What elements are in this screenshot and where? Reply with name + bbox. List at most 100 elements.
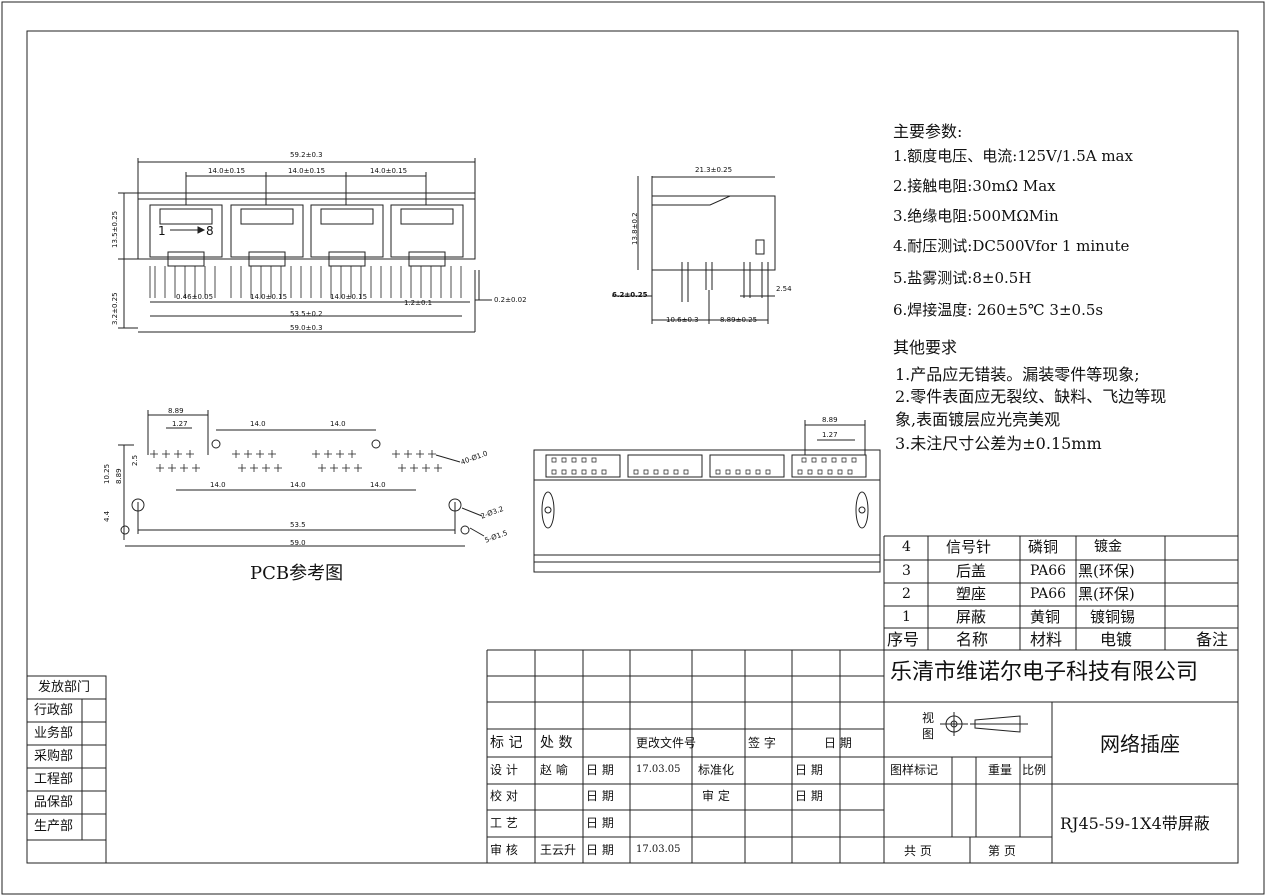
pin-holes: [150, 450, 442, 472]
lbl-std: 标准化: [698, 763, 735, 777]
dim-pcb-e: 2.5: [131, 454, 139, 466]
lbl-design: 设 计: [490, 763, 518, 777]
view-label-1: 视: [922, 711, 935, 725]
lbl-weight: 重量: [988, 763, 1013, 777]
dim-pcb-j: 14.0: [370, 481, 386, 489]
pin-start-label: 1: [158, 224, 166, 238]
spec-item-1: 1.额度电压、电流:125V/1.5A max: [893, 147, 1133, 165]
bom-row4-material: 磷铜: [1028, 538, 1059, 556]
title-block-grid: [486, 649, 1238, 863]
requirements-title: 其他要求: [893, 338, 958, 357]
dim-pcb-b: 1.27: [172, 420, 188, 428]
bom-row3-plating: 黑(环保): [1078, 562, 1135, 580]
bom-header-plating: 电镀: [1100, 630, 1133, 649]
port-2: [230, 204, 304, 267]
dim-front-pin-dia: 1.2±0.1: [404, 299, 433, 307]
dim-pcb-m: 53.5: [290, 521, 306, 529]
dim-side-depth: 21.3±0.25: [695, 166, 733, 174]
dim-pcb-n: 4.4: [103, 510, 111, 522]
requirement-item-3: 象,表面镀层应光亮美观: [895, 410, 1061, 429]
bom-row4-name: 信号针: [946, 538, 992, 556]
dim-pcb-a: 8.89: [168, 407, 184, 415]
dept-production: 生产部: [34, 819, 74, 834]
side-view-drawing: [612, 176, 776, 324]
specs-title: 主要参数:: [893, 122, 963, 141]
spec-item-4: 4.耐压测试:DC500Vfor 1 minute: [893, 237, 1130, 255]
dept-admin: 行政部: [34, 703, 74, 718]
date-1: 17.03.05: [636, 764, 681, 775]
bom-header-remark: 备注: [1196, 630, 1229, 649]
dim-front-pin-pitch: 0.46±0.05: [176, 293, 214, 301]
bom-row4-plating: 镀金: [1094, 539, 1122, 555]
bom-row3-material: PA66: [1030, 563, 1067, 579]
dept-qa: 品保部: [34, 795, 74, 810]
pcb-label: PCB参考图: [250, 563, 344, 584]
front-view-drawing: [118, 158, 492, 333]
lbl-date-4: 日 期: [795, 789, 823, 803]
requirement-item-4: 3.未注尺寸公差为±0.15mm: [895, 434, 1102, 453]
dim-front-pitch2: 14.0±0.15: [288, 167, 326, 175]
dim-front-span: 53.5±0.2: [290, 310, 323, 318]
product-name: 网络插座: [1100, 732, 1180, 756]
departments-table: [26, 675, 107, 864]
lbl-date-1: 日 期: [586, 763, 614, 777]
dim-rear-b: 1.27: [822, 431, 838, 439]
bom-row2-plating: 黑(环保): [1078, 585, 1135, 603]
company-name: 乐清市维诺尔电子科技有限公司: [890, 660, 1199, 685]
lbl-page: 第 页: [988, 844, 1016, 858]
hdr-mark: 标 记: [490, 735, 523, 751]
dim-side-base1: 10.6±0.3: [666, 316, 699, 324]
dim-pcb-g: 8.89: [115, 468, 123, 484]
dim-pcb-f: 10.25: [103, 463, 111, 484]
lbl-scale: 比例: [1022, 763, 1047, 777]
dim-side-standoff: 6.2±0.25: [612, 291, 648, 299]
bom-table: [883, 535, 1238, 650]
bom-row1-no: 1: [902, 609, 911, 625]
rear-view-drawing: [533, 420, 881, 573]
port-4: [390, 204, 464, 267]
bom-row4-no: 4: [902, 539, 911, 555]
dim-front-leg: 3.2±0.25: [111, 292, 119, 325]
bom-row2-no: 2: [902, 586, 911, 602]
spec-item-3: 3.绝缘电阻:500MΩMin: [893, 207, 1059, 225]
hdr-count: 处 数: [540, 735, 573, 751]
hdr-date: 日 期: [824, 736, 852, 750]
dim-front-bottom-pitch1: 14.0±0.15: [250, 293, 288, 301]
dim-rear-a: 8.89: [822, 416, 838, 424]
date-2: 17.03.05: [636, 844, 681, 855]
requirement-item-1: 1.产品应无错装。漏装零件等现象;: [895, 365, 1140, 384]
bom-row3-no: 3: [902, 563, 911, 579]
bom-header-name: 名称: [956, 630, 989, 649]
bom-row2-name: 塑座: [956, 585, 987, 603]
designer: 赵 喻: [540, 763, 568, 777]
dim-side-pin-len: 2.54: [776, 285, 792, 293]
pin-end-label: 8: [206, 224, 214, 238]
requirement-item-2: 2.零件表面应无裂纹、缺料、飞边等现: [895, 387, 1167, 406]
lbl-approve: 审 核: [490, 843, 518, 857]
spec-item-6: 6.焊接温度: 260±5℃ 3±0.5s: [893, 301, 1104, 319]
dept-purchasing: 采购部: [34, 749, 74, 764]
bom-row1-name: 屏蔽: [956, 608, 987, 626]
hdr-docno: 更改文件号: [636, 736, 697, 750]
dim-pcb-p: 59.0: [290, 539, 306, 547]
dept-sales: 业务部: [34, 726, 74, 741]
lbl-date-5: 日 期: [586, 816, 614, 830]
pcb-view-drawing: [118, 410, 485, 547]
dim-front-offset: 0.2±0.02: [494, 296, 527, 304]
rear-pins: [551, 457, 857, 475]
inner-border: [26, 30, 1239, 864]
dim-pcb-c: 14.0: [250, 420, 266, 428]
bom-row2-material: PA66: [1030, 586, 1067, 602]
dim-front-pitch1: 14.0±0.15: [208, 167, 246, 175]
hdr-sign: 签 字: [748, 736, 776, 750]
dept-engineering: 工程部: [34, 772, 74, 787]
lbl-sample: 图样标记: [890, 763, 939, 777]
view-label-2: 图: [922, 727, 935, 741]
dim-side-height: 13.8±0.2: [631, 212, 639, 245]
lbl-review: 审 定: [702, 789, 730, 803]
lbl-date-2: 日 期: [795, 763, 823, 777]
dim-pcb-h: 14.0: [210, 481, 226, 489]
approver: 王云升: [540, 843, 577, 857]
